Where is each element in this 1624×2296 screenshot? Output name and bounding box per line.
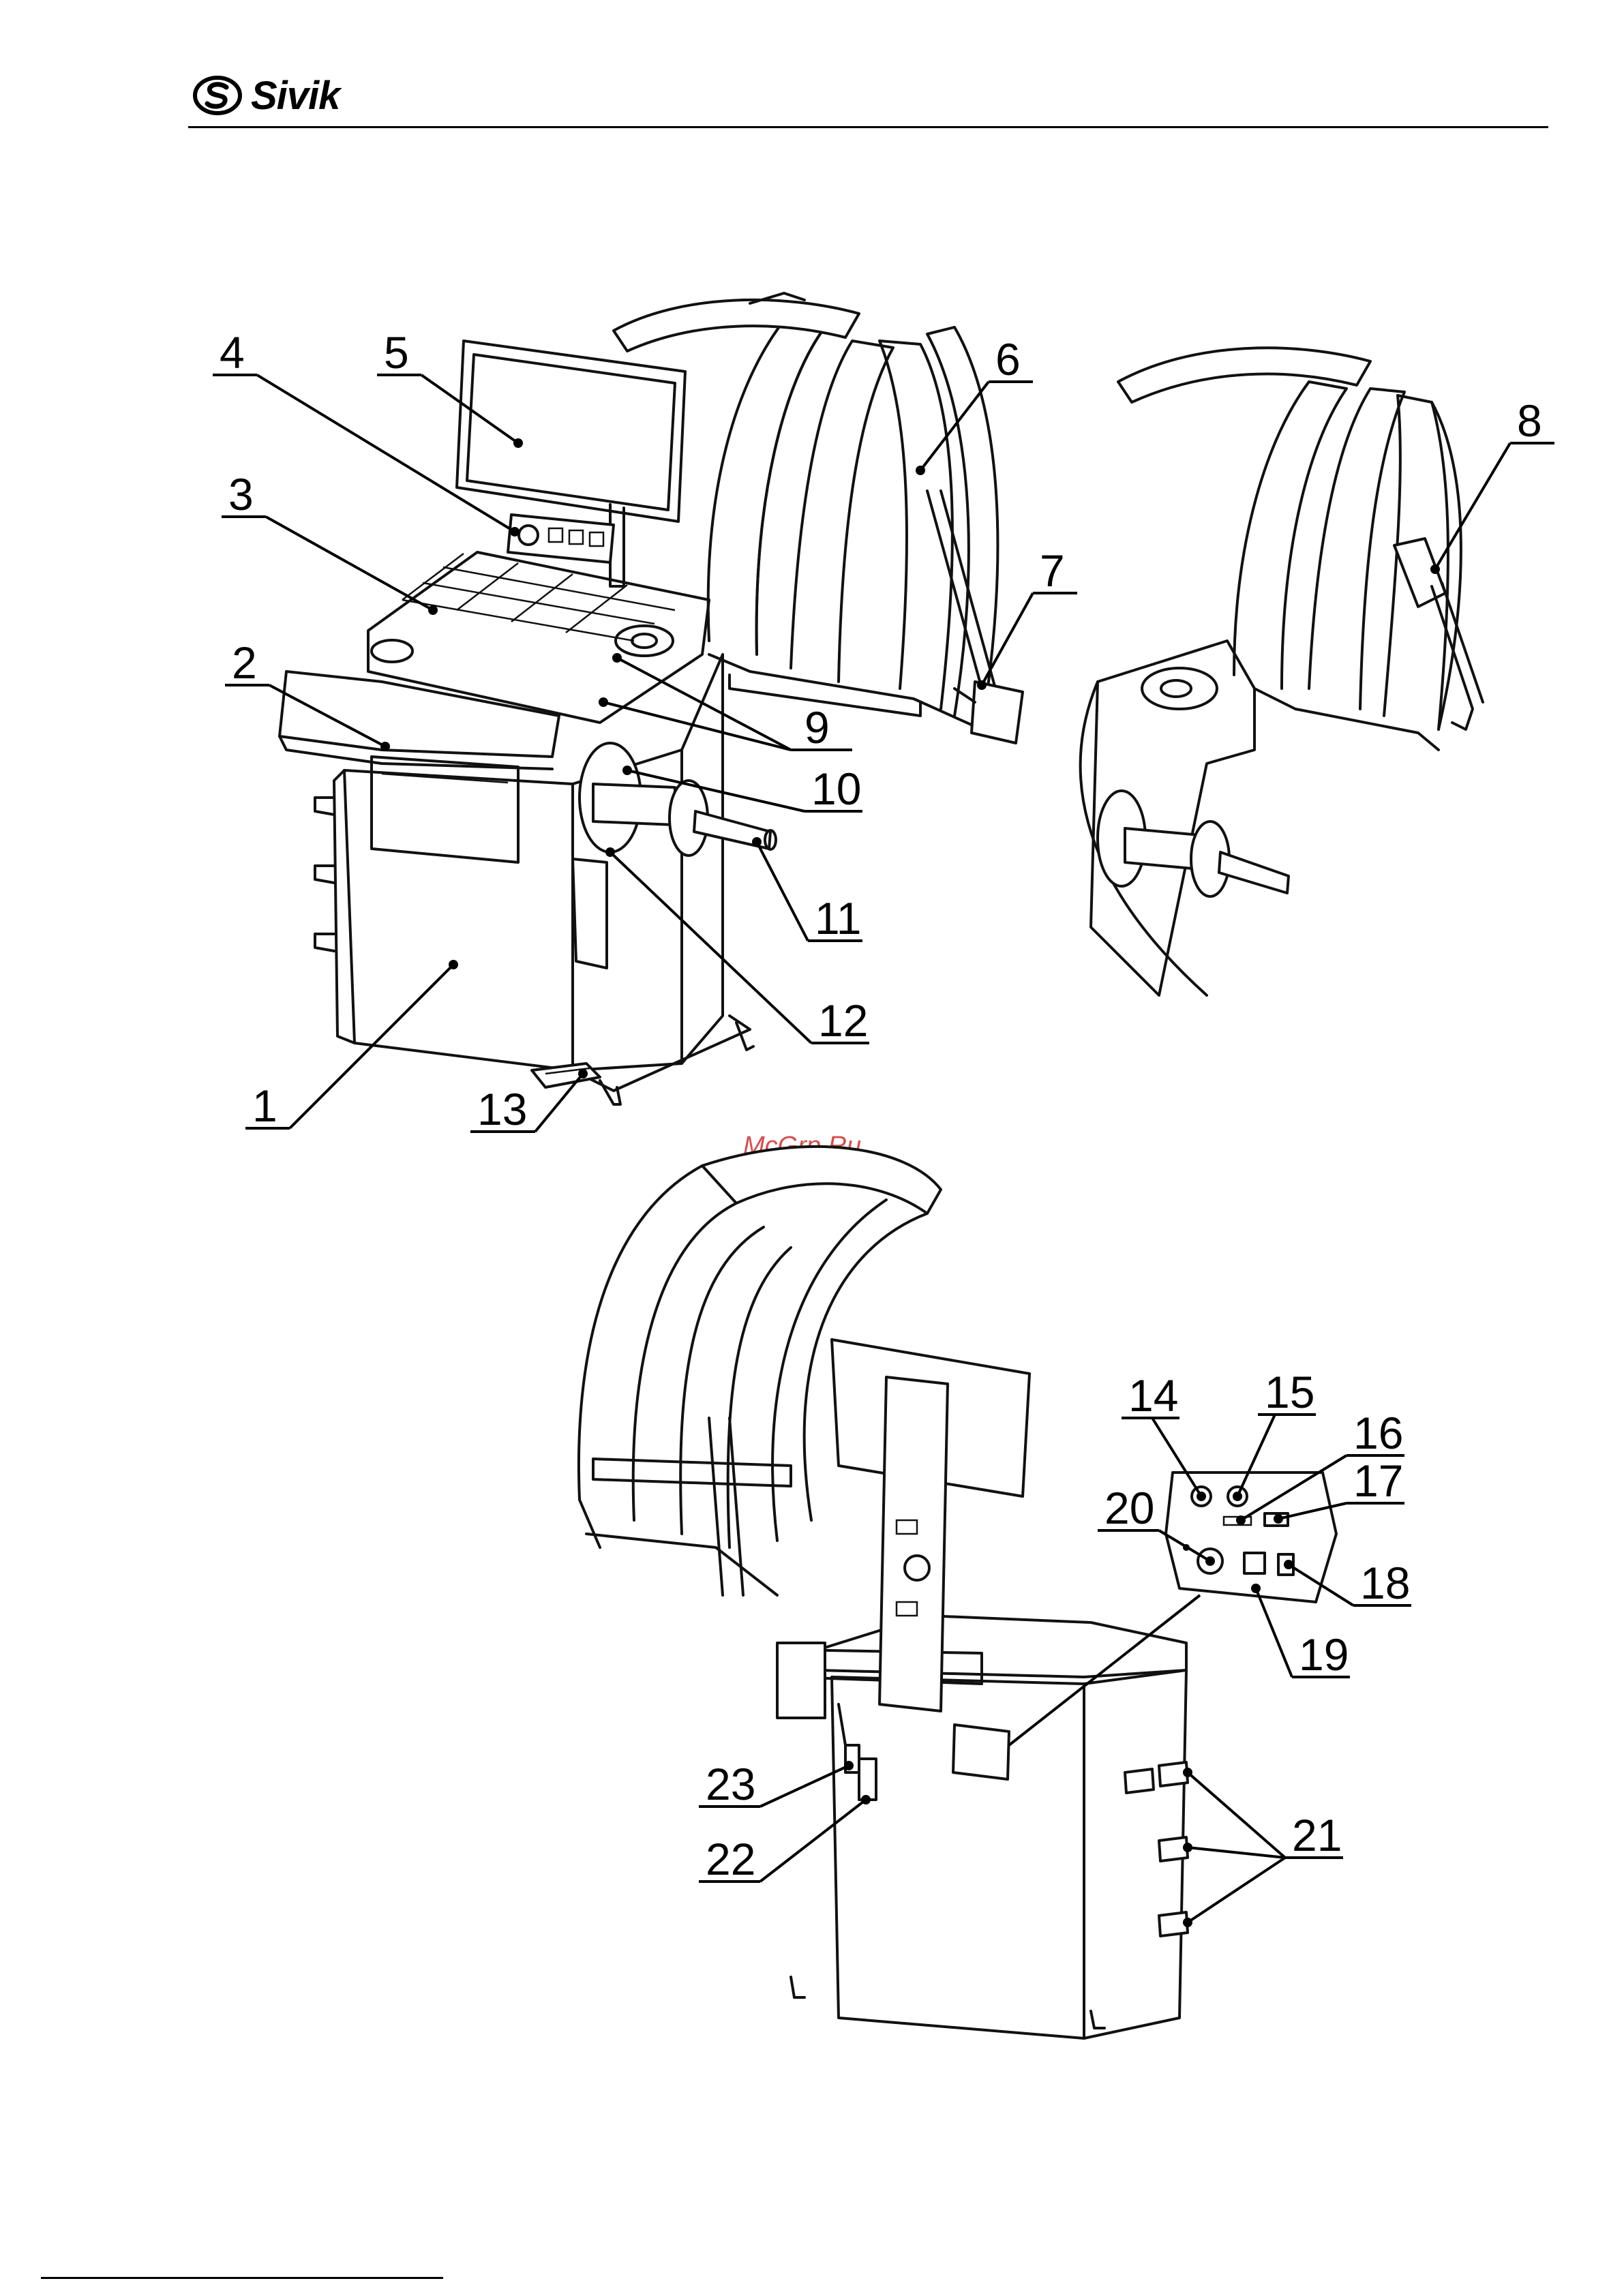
callout-label-2: 2 xyxy=(232,637,257,688)
callout-label-9: 9 xyxy=(805,702,830,753)
rear-view-machine xyxy=(579,1147,1188,2038)
callout-label-8: 8 xyxy=(1517,395,1542,446)
callout-label-20: 20 xyxy=(1104,1483,1154,1533)
callout-label-22: 22 xyxy=(706,1834,755,1884)
callout-label-11: 11 xyxy=(815,893,862,943)
callout-label-21: 21 xyxy=(1292,1810,1342,1860)
callout-label-19: 19 xyxy=(1299,1629,1349,1680)
callout-label-1: 1 xyxy=(252,1081,277,1131)
connector-panel-detail xyxy=(1166,1472,1336,1602)
callout-label-7: 7 xyxy=(1040,545,1065,596)
callout-label-15: 15 xyxy=(1265,1367,1314,1417)
cutaway-view-machine xyxy=(1081,348,1483,995)
callout-label-13: 13 xyxy=(477,1084,527,1134)
callout-label-5: 5 xyxy=(384,327,409,378)
callout-label-23: 23 xyxy=(706,1759,755,1809)
callout-label-3: 3 xyxy=(228,469,254,519)
front-view-machine xyxy=(280,293,1023,1104)
callout-label-18: 18 xyxy=(1360,1558,1410,1608)
callout-label-10: 10 xyxy=(811,764,861,814)
callout-label-12: 12 xyxy=(818,995,868,1046)
footer-rule xyxy=(41,2277,443,2279)
callout-label-17: 17 xyxy=(1353,1455,1403,1506)
callout-label-4: 4 xyxy=(220,327,245,378)
callout-label-6: 6 xyxy=(995,334,1021,384)
callout-label-14: 14 xyxy=(1128,1370,1178,1421)
callout-label-16: 16 xyxy=(1353,1408,1403,1458)
